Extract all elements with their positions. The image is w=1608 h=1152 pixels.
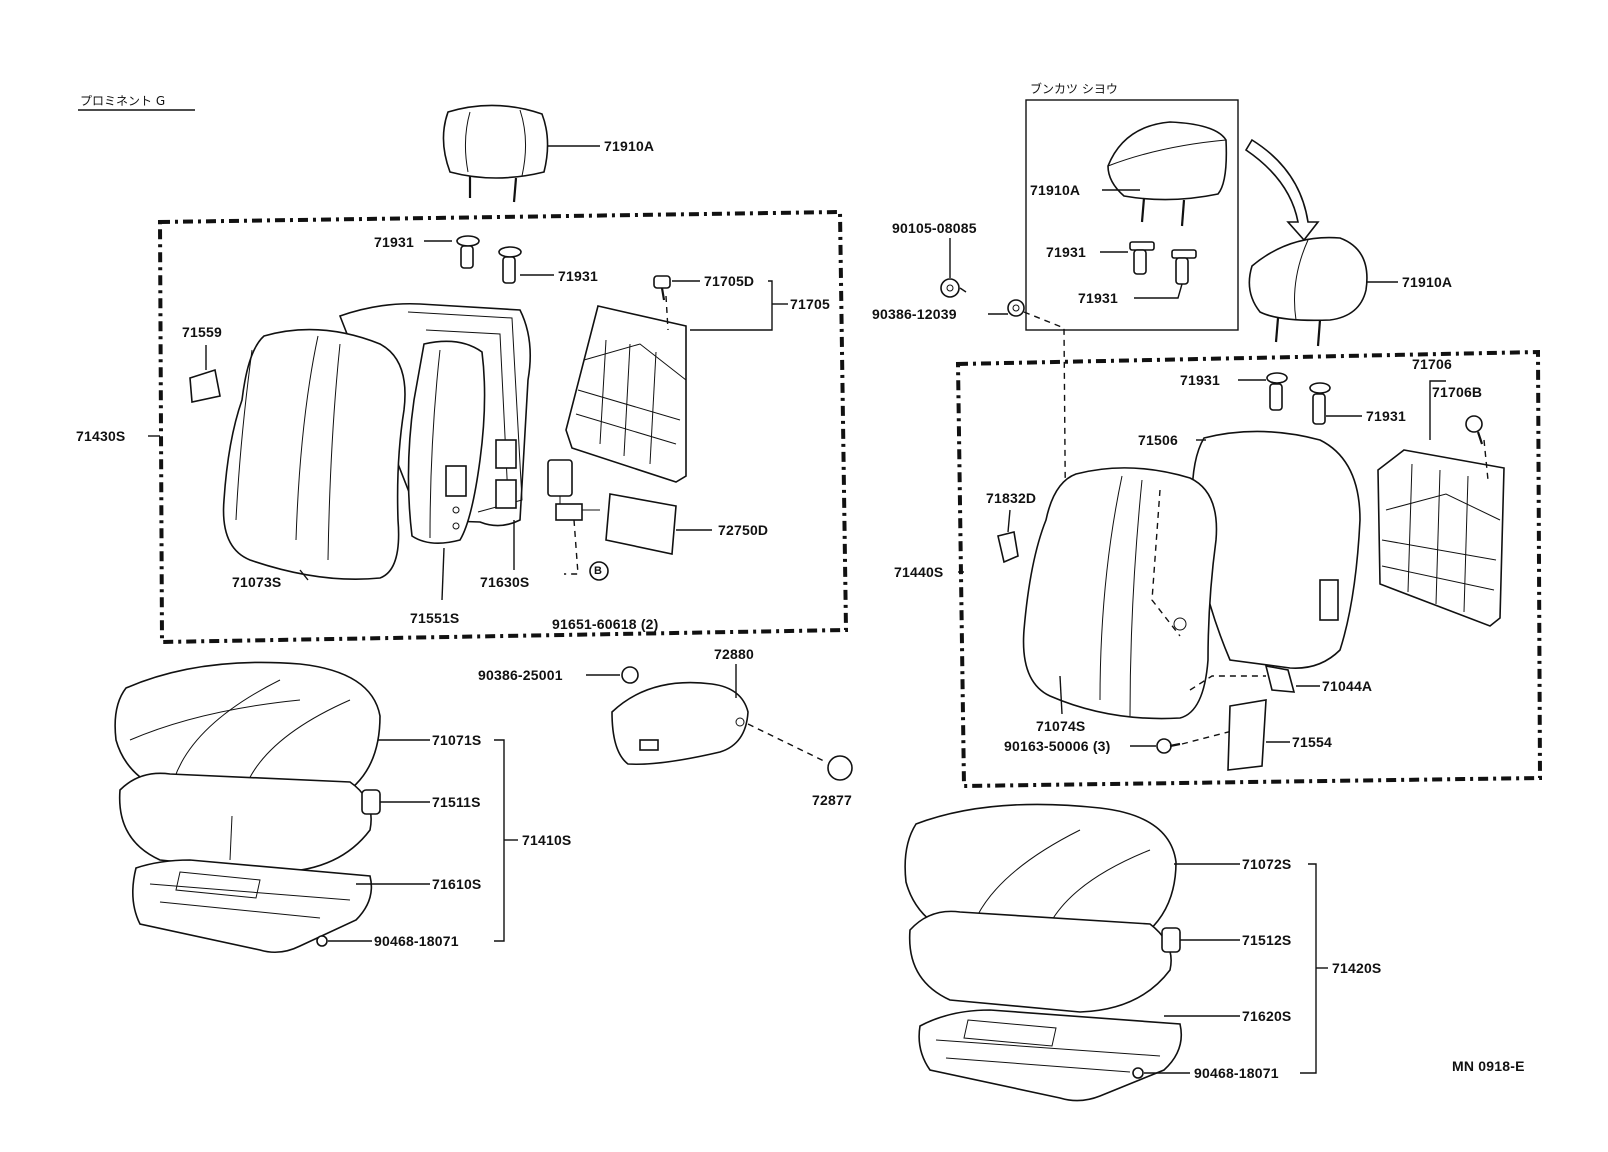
label-cushion-cover-71072s: 71072S bbox=[1242, 856, 1292, 872]
label-bracket-71044a: 71044A bbox=[1322, 678, 1373, 694]
label-cushion-assy-71420s: 71420S bbox=[1332, 960, 1382, 976]
label-pad-71551s: 71551S bbox=[410, 610, 460, 626]
assembly-box-left bbox=[157, 209, 849, 645]
back-board-71706 bbox=[1377, 449, 1505, 627]
washer-90386-12039 bbox=[1007, 299, 1025, 317]
clip-right-2 bbox=[1309, 382, 1331, 425]
clip-71705d bbox=[653, 275, 671, 301]
label-frame-71630s: 71630S bbox=[480, 574, 530, 590]
assembly-box-right bbox=[955, 349, 1543, 789]
washer-90386-25001 bbox=[621, 666, 639, 684]
nut-90105-08085 bbox=[940, 278, 967, 298]
label-headrest-inset: 71910A bbox=[1030, 182, 1081, 198]
label-pad-71506: 71506 bbox=[1138, 432, 1178, 448]
label-clip-l2: 71931 bbox=[558, 268, 598, 284]
back-board-71705 bbox=[565, 305, 687, 483]
label-washer-90386-12039: 90386-12039 bbox=[872, 306, 957, 322]
label-washer-90386-25001: 90386-25001 bbox=[478, 667, 563, 683]
headrest-inset bbox=[1107, 121, 1228, 227]
model-grade-heading: プロミネント G bbox=[80, 94, 166, 108]
label-back-assy-right: 71440S bbox=[894, 564, 944, 580]
seat-cushion-pad-71511s bbox=[118, 772, 381, 873]
seat-cushion-pad-71512s bbox=[908, 910, 1181, 1013]
label-cover-71074s: 71074S bbox=[1036, 718, 1086, 734]
clip-90468-right bbox=[1132, 1067, 1144, 1079]
label-cover-71073s: 71073S bbox=[232, 574, 282, 590]
seat-back-cover-71074s bbox=[1022, 467, 1218, 720]
clip-left-1 bbox=[456, 235, 480, 269]
separate-sale-heading: ブンカツ シヨウ bbox=[1030, 82, 1118, 96]
label-cover-72750d: 72750D bbox=[718, 522, 769, 538]
label-board-71706: 71706 bbox=[1412, 356, 1452, 372]
screw-90163-50006 bbox=[1156, 738, 1181, 754]
label-clip-71706b: 71706B bbox=[1432, 384, 1483, 400]
separate-sale-box bbox=[1025, 99, 1239, 331]
label-screw-90163: 90163-50006 (3) bbox=[1004, 738, 1111, 754]
clip-90468-left bbox=[316, 935, 328, 947]
label-clip-inset2: 71931 bbox=[1078, 290, 1118, 306]
label-marker-b: B bbox=[594, 565, 603, 577]
diagram-code: MN 0918-E bbox=[1452, 1058, 1525, 1074]
seat-back-pad-71506 bbox=[1191, 430, 1361, 669]
label-armrest-72880: 72880 bbox=[714, 646, 754, 662]
label-clip-inset1: 71931 bbox=[1046, 244, 1086, 260]
marker-b bbox=[589, 561, 609, 581]
label-clip-90468-right: 90468-18071 bbox=[1194, 1065, 1279, 1081]
label-clip-r2: 71931 bbox=[1366, 408, 1406, 424]
clip-inset-1 bbox=[1129, 241, 1155, 275]
label-board-71705: 71705 bbox=[790, 296, 830, 312]
cover-71554 bbox=[1227, 699, 1267, 771]
label-pad-71832d: 71832D bbox=[986, 490, 1037, 506]
move-arrow bbox=[1244, 138, 1320, 242]
pad-71832d bbox=[997, 531, 1019, 564]
label-back-assy-left: 71430S bbox=[76, 428, 126, 444]
label-cover-71554: 71554 bbox=[1292, 734, 1332, 750]
label-cushion-cover-71071s: 71071S bbox=[432, 732, 482, 748]
label-nut-90105: 90105-08085 bbox=[892, 220, 977, 236]
label-headrest-right: 71910A bbox=[1402, 274, 1453, 290]
label-cushion-assy-71410s: 71410S bbox=[522, 832, 572, 848]
seat-cushion-frame-71620s bbox=[918, 1009, 1183, 1102]
label-cushion-frame-71620s: 71620S bbox=[1242, 1008, 1292, 1024]
switch-assembly bbox=[547, 459, 600, 521]
cap-72877 bbox=[827, 755, 853, 781]
clip-inset-2 bbox=[1171, 249, 1197, 285]
clip-right-1 bbox=[1266, 372, 1288, 411]
switch-cover-72750d bbox=[605, 493, 677, 555]
label-clip-r1: 71931 bbox=[1180, 372, 1220, 388]
label-clip-90468-left: 90468-18071 bbox=[374, 933, 459, 949]
armrest-72880 bbox=[611, 681, 749, 766]
label-cushion-pad-71511s: 71511S bbox=[432, 794, 481, 810]
headrest-right bbox=[1248, 236, 1368, 347]
label-pad-71559: 71559 bbox=[182, 324, 222, 340]
label-headrest-left: 71910A bbox=[604, 138, 655, 154]
label-clip-71705d: 71705D bbox=[704, 273, 755, 289]
seat-back-pad-71551s bbox=[407, 340, 486, 544]
clip-71706b bbox=[1465, 415, 1484, 445]
clip-left-2 bbox=[498, 246, 522, 284]
pad-71559 bbox=[189, 368, 221, 403]
seat-cushion-frame-71610s bbox=[132, 859, 373, 954]
bracket-71044a bbox=[1264, 664, 1296, 693]
label-cushion-pad-71512s: 71512S bbox=[1242, 932, 1292, 948]
label-bolt-91651: 91651-60618 (2) bbox=[552, 616, 659, 632]
label-clip-l1: 71931 bbox=[374, 234, 414, 250]
headrest-left bbox=[442, 104, 549, 203]
label-cushion-frame-71610s: 71610S bbox=[432, 876, 482, 892]
seat-back-cover-71073s bbox=[222, 328, 406, 580]
label-cap-72877: 72877 bbox=[812, 792, 852, 808]
